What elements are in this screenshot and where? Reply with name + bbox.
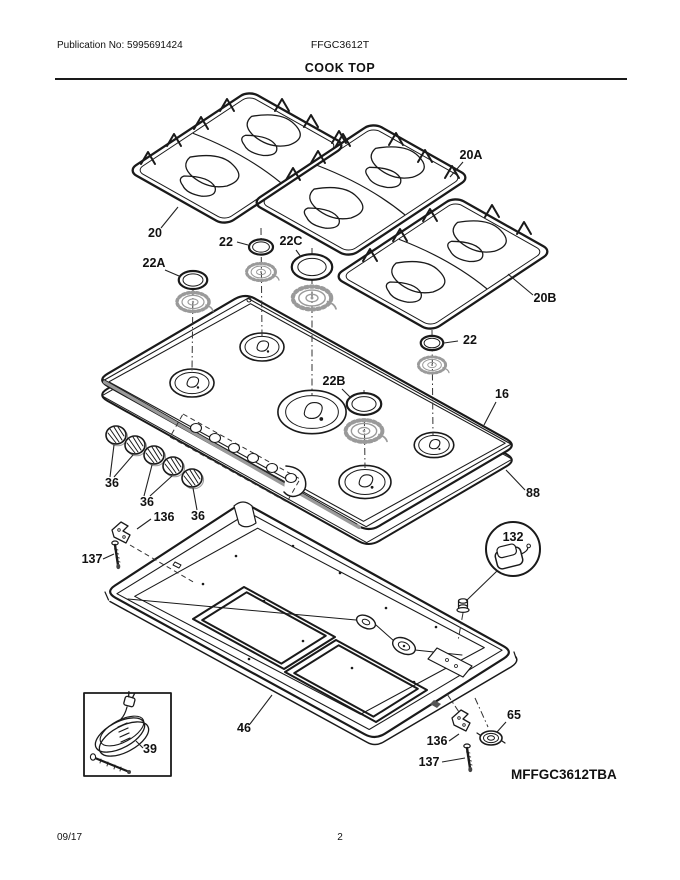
burner-cap-22b	[345, 391, 383, 417]
page-title: COOK TOP	[304, 61, 376, 75]
screw-137-bottom	[462, 742, 474, 774]
bracket-136-bottom	[451, 709, 471, 732]
part-label-136-bottom: 136	[427, 734, 448, 748]
part-label-137-top: 137	[82, 552, 103, 566]
part-label-136-top: 136	[154, 510, 175, 524]
power-cord	[89, 690, 150, 774]
part-label-20: 20	[148, 226, 162, 240]
leader-lines	[102, 161, 534, 763]
control-strip-outline	[169, 413, 301, 503]
part-label-20a: 20A	[460, 148, 483, 162]
part-label-137-bottom: 137	[419, 755, 440, 769]
header-rule	[55, 78, 627, 80]
publication-number: Publication No: 5995691424	[57, 40, 183, 51]
part-label-20b: 20B	[534, 291, 557, 305]
part-label-22b: 22B	[323, 374, 346, 388]
burner-base-22r	[416, 355, 451, 375]
spark-module	[494, 543, 531, 570]
part-label-22-left: 22	[219, 235, 233, 249]
balloon-132	[456, 521, 541, 642]
burner-base-22a	[175, 290, 215, 314]
footer-page-number: 2	[337, 832, 343, 843]
part-label-88: 88	[526, 486, 540, 500]
bracket-136-top	[111, 521, 131, 544]
part-label-16: 16	[495, 387, 509, 401]
part-label-model-code: MFFGC3612TBA	[511, 767, 617, 782]
part-label-36-3: 36	[191, 509, 205, 523]
part-label-22a: 22A	[143, 256, 166, 270]
part-label-36-2: 36	[140, 495, 154, 509]
grate-20b	[332, 195, 554, 333]
footer-date: 09/17	[57, 832, 83, 843]
part-label-36-1: 36	[105, 476, 119, 490]
control-knobs	[105, 425, 205, 490]
screw-holes	[201, 544, 438, 684]
main-top-16	[101, 294, 513, 531]
cord-kit-box-39	[83, 690, 172, 777]
model-number: FFGC3612T	[310, 39, 370, 51]
mounting-hardware	[110, 521, 506, 774]
tube-grommet	[355, 614, 377, 630]
part-label-22c: 22C	[280, 234, 303, 248]
part-label-22-right: 22	[463, 333, 477, 347]
part-label-65: 65	[507, 708, 521, 722]
part-label-132: 132	[503, 530, 524, 544]
burner-cap-22a	[177, 269, 209, 291]
burner-cap-22	[248, 238, 274, 256]
base-pan-46	[104, 501, 518, 746]
valve-holes	[189, 422, 298, 484]
burner-cap-22c	[290, 252, 334, 282]
part-label-46: 46	[237, 721, 251, 735]
tube-grommet	[391, 636, 417, 656]
grommet-65	[476, 730, 506, 746]
screw-137-top	[110, 539, 122, 571]
part-label-39: 39	[143, 742, 157, 756]
burner-base-22c	[293, 287, 336, 310]
burner-base-22	[245, 261, 281, 283]
orifice-nut	[456, 598, 470, 613]
burner-cap-22r	[419, 335, 445, 351]
